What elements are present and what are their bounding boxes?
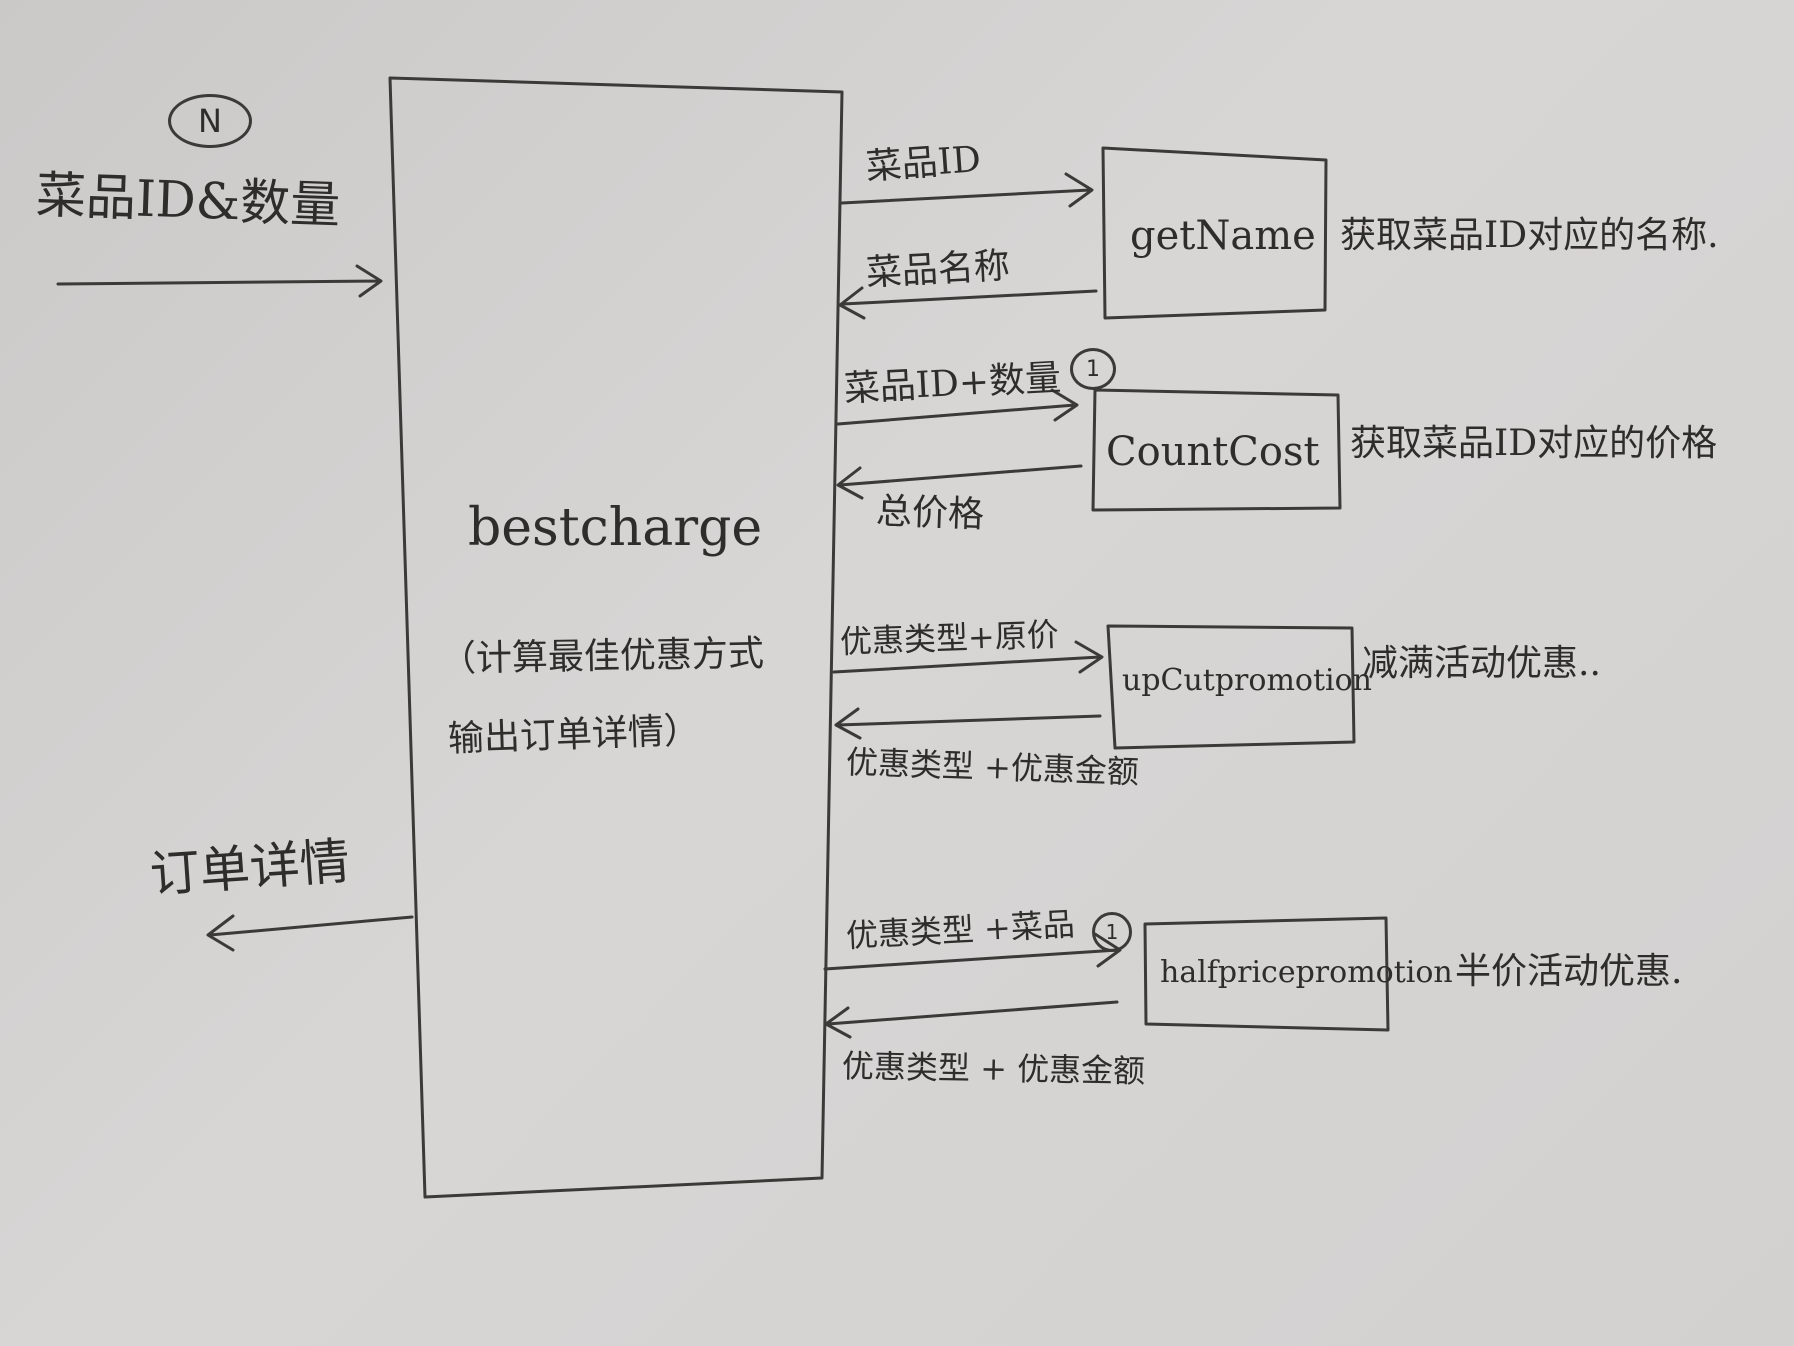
halfprice-send-marker-text: 1 bbox=[1105, 920, 1119, 944]
bestcharge-desc-line2: 输出订单详情） bbox=[447, 710, 701, 760]
input-arrow bbox=[56, 264, 383, 298]
countcost-box bbox=[1091, 388, 1342, 512]
countcost-module-name: CountCost bbox=[1106, 429, 1320, 475]
getname-box bbox=[1101, 146, 1328, 320]
countcost-return-label: 总价格 bbox=[875, 491, 985, 536]
getname-return-arrow bbox=[838, 286, 1098, 320]
bestcharge-desc-line1: （计算最佳优惠方式 bbox=[439, 633, 765, 680]
countcost-send-arrow bbox=[836, 388, 1079, 426]
upcut-description: 减满活动优惠.. bbox=[1362, 643, 1601, 684]
halfprice-module-name: halfpricepromotion bbox=[1160, 955, 1453, 990]
upcut-send-label: 优惠类型+原价 bbox=[839, 615, 1060, 661]
halfprice-send-marker: 1 bbox=[1092, 912, 1132, 952]
bestcharge-title: bestcharge bbox=[468, 498, 763, 558]
input-marker-text: N bbox=[198, 102, 222, 140]
countcost-send-marker-text: 1 bbox=[1086, 356, 1100, 382]
halfprice-return-arrow bbox=[824, 1000, 1119, 1039]
upcut-module-name: upCutpromotion bbox=[1122, 663, 1373, 698]
upcut-box bbox=[1106, 624, 1356, 750]
input-label: 菜品ID&数量 bbox=[34, 166, 342, 235]
countcost-send-marker: 1 bbox=[1070, 348, 1116, 390]
bestcharge-box bbox=[388, 76, 844, 1199]
input-marker: N bbox=[168, 94, 252, 148]
output-label: 订单详情 bbox=[147, 832, 352, 904]
countcost-description: 获取菜品ID对应的价格 bbox=[1350, 423, 1718, 464]
getname-send-label: 菜品ID bbox=[864, 139, 983, 188]
getname-module-name: getName bbox=[1130, 213, 1316, 259]
halfprice-box bbox=[1143, 916, 1390, 1032]
halfprice-description: 半价活动优惠. bbox=[1455, 951, 1683, 992]
upcut-send-arrow bbox=[832, 640, 1104, 674]
upcut-return-arrow bbox=[834, 707, 1102, 740]
upcut-return-label: 优惠类型 +优惠金额 bbox=[845, 743, 1140, 792]
getname-send-arrow bbox=[840, 172, 1094, 208]
countcost-return-arrow bbox=[836, 464, 1083, 500]
getname-return-label: 菜品名称 bbox=[864, 245, 1011, 294]
halfprice-return-label: 优惠类型 + 优惠金额 bbox=[841, 1047, 1146, 1091]
getname-description: 获取菜品ID对应的名称. bbox=[1340, 215, 1719, 256]
output-arrow bbox=[206, 914, 414, 952]
